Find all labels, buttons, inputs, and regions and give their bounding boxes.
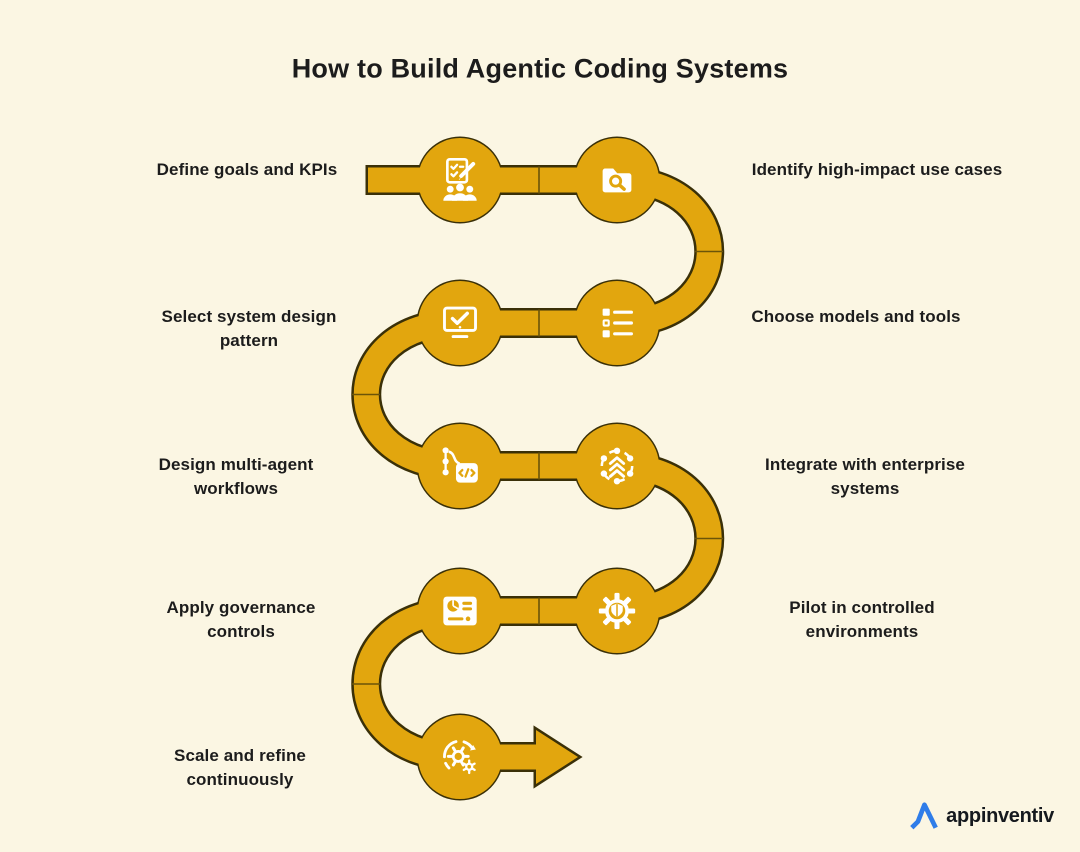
pilot-environment-icon: [598, 592, 636, 630]
logo-wordmark: appinventiv: [946, 804, 1054, 827]
step-node-3: [418, 281, 502, 365]
step-label-4: Choose models and tools: [751, 307, 961, 326]
step-label-2: Identify high-impact use cases: [751, 160, 1003, 179]
step-label-1: Define goals and KPIs: [156, 160, 338, 179]
step-label-3: Select system design pattern: [161, 307, 337, 350]
appinventiv-triangle-icon: [910, 802, 938, 830]
step-label-6: Integrate with enterprise systems: [765, 455, 965, 498]
step-label-7: Apply governance controls: [166, 598, 316, 641]
goals-kpis-icon: [443, 157, 477, 201]
models-tools-list-icon: [602, 308, 633, 338]
step-node-1: [418, 138, 502, 222]
path-seams: [352, 166, 723, 685]
governance-controls-icon: [443, 596, 477, 626]
enterprise-integration-icon: [600, 447, 634, 485]
step-label-5: Design multi-agent workflows: [158, 455, 314, 498]
step-node-9: [418, 715, 502, 799]
scale-refine-icon: [443, 740, 476, 775]
step-label-9: Scale and refine continuously: [174, 746, 306, 789]
appinventiv-logo: appinventiv: [909, 800, 1054, 832]
flow-arrow: [490, 730, 578, 784]
use-case-search-icon: [602, 168, 632, 193]
design-pattern-icon: [443, 306, 477, 339]
step-label-8: Pilot in controlled environments: [789, 598, 935, 641]
page-title: How to Build Agentic Coding Systems: [291, 53, 789, 84]
multi-agent-workflow-icon: [442, 447, 478, 483]
